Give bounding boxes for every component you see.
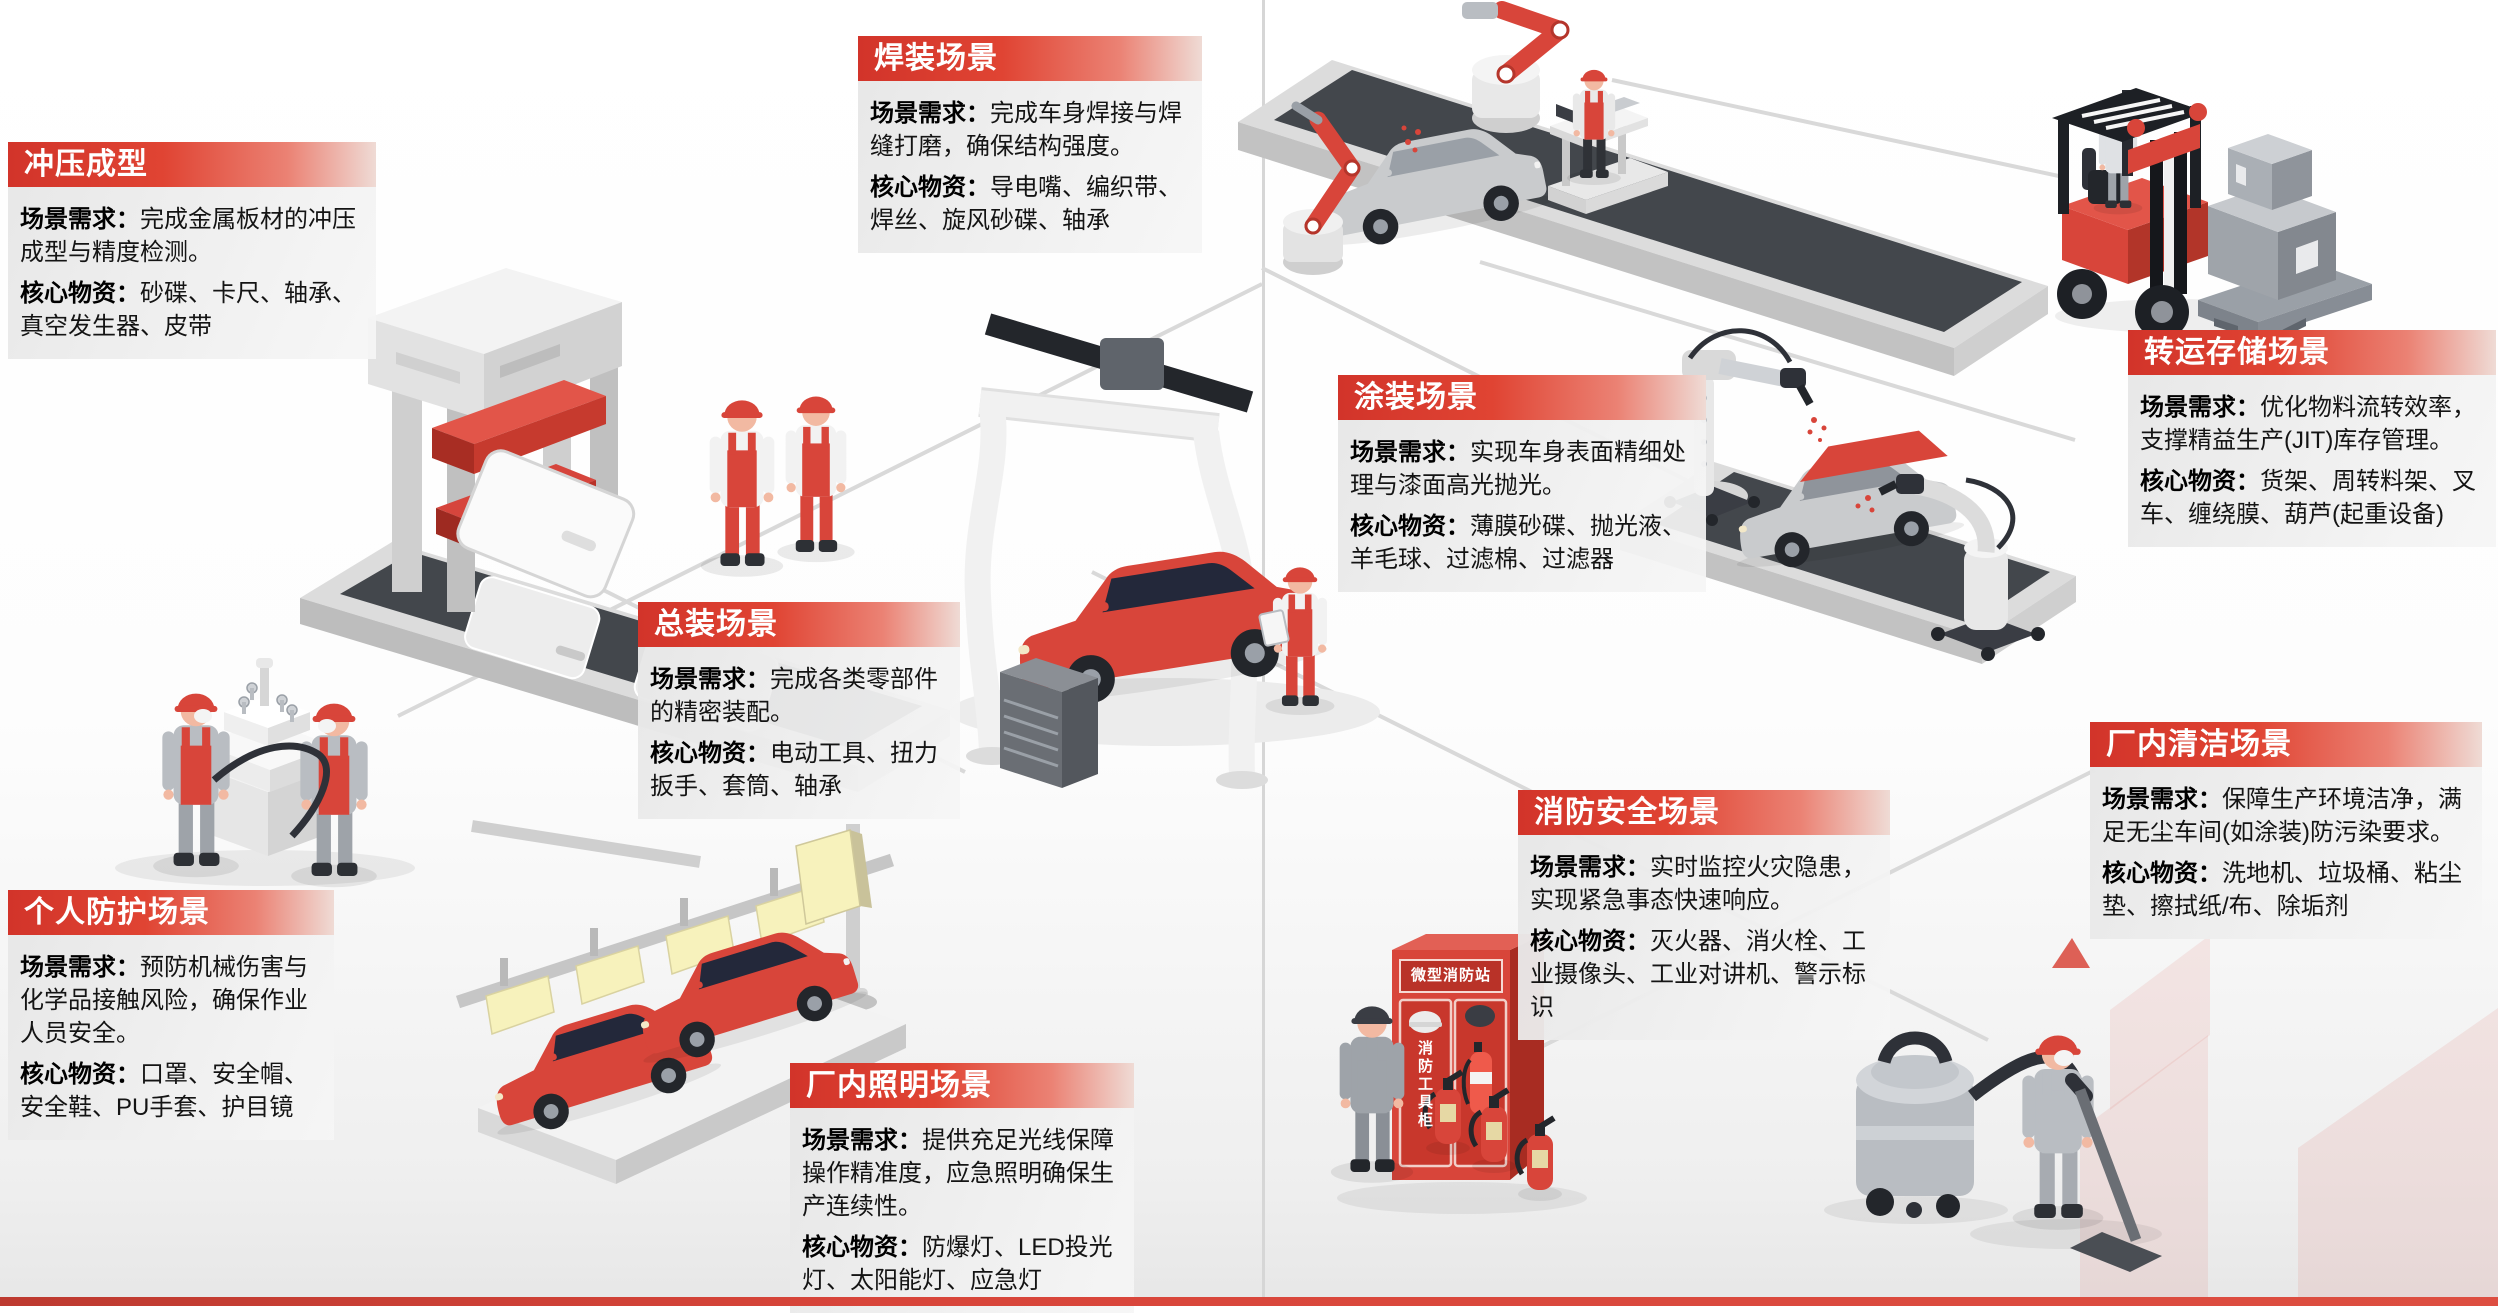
card-transfer-storage: 转运存储场景 场景需求：优化物料流转效率，支撑精益生产(JIT)库存管理。 核心… xyxy=(2128,330,2496,547)
card-painting: 涂装场景 场景需求：实现车身表面精细处理与漆面高光抛光。 核心物资：薄膜砂碟、抛… xyxy=(1338,375,1706,592)
card-factory-cleaning: 厂内清洁场景 场景需求：保障生产环境洁净，满足无尘车间(如涂装)防污染要求。 核… xyxy=(2090,722,2482,939)
card-welding: 焊装场景 场景需求：完成车身焊接与焊缝打磨，确保结构强度。 核心物资：导电嘴、编… xyxy=(858,36,1202,253)
scene-need: 场景需求：完成金属板材的冲压成型与精度检测。 xyxy=(20,206,356,266)
scene-need: 场景需求：预防机械伤害与化学品接触风险，确保作业人员安全。 xyxy=(20,954,308,1047)
scene-need: 场景需求：提供充足光线保障操作精准度，应急照明确保生产连续性。 xyxy=(802,1127,1114,1220)
scene-description: 场景需求：优化物料流转效率，支撑精益生产(JIT)库存管理。 核心物资：货架、周… xyxy=(2128,375,2496,547)
scene-supplies: 核心物资：口罩、安全帽、安全鞋、PU手套、护目镜 xyxy=(20,1061,308,1121)
assembly-lift-illustration xyxy=(950,313,1380,789)
card-fire-safety: 消防安全场景 场景需求：实时监控火灾隐患，实现紧急事态快速响应。 核心物资：灭火… xyxy=(1518,790,1890,1040)
scene-supplies: 核心物资：货架、周转料架、叉车、缠绕膜、葫芦(起重设备) xyxy=(2140,468,2476,528)
scene-supplies: 核心物资：防爆灯、LED投光灯、太阳能灯、应急灯 xyxy=(802,1234,1113,1294)
card-stamping: 冲压成型 场景需求：完成金属板材的冲压成型与精度检测。 核心物资：砂碟、卡尺、轴… xyxy=(8,142,376,359)
scene-supplies: 核心物资：砂碟、卡尺、轴承、真空发生器、皮带 xyxy=(20,280,356,340)
scene-description: 场景需求：保障生产环境洁净，满足无尘车间(如涂装)防污染要求。 核心物资：洗地机… xyxy=(2090,767,2482,939)
scene-description: 场景需求：实时监控火灾隐患，实现紧急事态快速响应。 核心物资：灭火器、消火栓、工… xyxy=(1518,835,1890,1040)
scene-description: 场景需求：实现车身表面精细处理与漆面高光抛光。 核心物资：薄膜砂碟、抛光液、羊毛… xyxy=(1338,420,1706,592)
fire-safety-illustration xyxy=(1330,934,1587,1214)
scene-title: 转运存储场景 xyxy=(2128,330,2496,375)
scene-supplies: 核心物资：灭火器、消火栓、工业摄像头、工业对讲机、警示标识 xyxy=(1530,928,1866,1021)
scene-need: 场景需求：保障生产环境洁净，满足无尘车间(如涂装)防污染要求。 xyxy=(2102,786,2462,846)
card-personal-protection: 个人防护场景 场景需求：预防机械伤害与化学品接触风险，确保作业人员安全。 核心物… xyxy=(8,890,334,1140)
lighting-rail-illustration xyxy=(455,820,906,1184)
scene-need: 场景需求：完成各类零部件的精密装配。 xyxy=(650,666,938,726)
scene-need: 场景需求：完成车身焊接与焊缝打磨，确保结构强度。 xyxy=(870,100,1182,160)
scene-title: 总装场景 xyxy=(638,602,960,647)
watermark-arrow-tip xyxy=(2052,938,2090,968)
scene-need: 场景需求：实现车身表面精细处理与漆面高光抛光。 xyxy=(1350,439,1686,499)
card-factory-lighting: 厂内照明场景 场景需求：提供充足光线保障操作精准度，应急照明确保生产连续性。 核… xyxy=(790,1063,1134,1313)
scene-description: 场景需求：完成车身焊接与焊缝打磨，确保结构强度。 核心物资：导电嘴、编织带、焊丝… xyxy=(858,81,1202,253)
scene-description: 场景需求：提供充足光线保障操作精准度，应急照明确保生产连续性。 核心物资：防爆灯… xyxy=(790,1108,1134,1313)
scene-title: 涂装场景 xyxy=(1338,375,1706,420)
cleaning-worker-illustration xyxy=(1824,1031,2162,1272)
scene-title: 焊装场景 xyxy=(858,36,1202,81)
scene-supplies: 核心物资：导电嘴、编织带、焊丝、旋风砂碟、轴承 xyxy=(870,174,1182,234)
scene-supplies: 核心物资：洗地机、垃圾桶、粘尘垫、擦拭纸/布、除垢剂 xyxy=(2102,860,2462,920)
scene-title: 厂内照明场景 xyxy=(790,1063,1134,1108)
scene-need: 场景需求：实时监控火灾隐患，实现紧急事态快速响应。 xyxy=(1530,854,1866,914)
scene-description: 场景需求：完成各类零部件的精密装配。 核心物资：电动工具、扭力扳手、套筒、轴承 xyxy=(638,647,960,819)
bottom-accent-bar xyxy=(0,1297,2498,1306)
fire-cabinet-door-label: 消防工具柜 xyxy=(1416,1040,1433,1130)
scene-title: 个人防护场景 xyxy=(8,890,334,935)
welding-robots-illustration xyxy=(1238,1,2048,376)
scene-supplies: 核心物资：电动工具、扭力扳手、套筒、轴承 xyxy=(650,740,938,800)
scene-title: 冲压成型 xyxy=(8,142,376,187)
scene-title: 厂内清洁场景 xyxy=(2090,722,2482,767)
scene-description: 场景需求：预防机械伤害与化学品接触风险，确保作业人员安全。 核心物资：口罩、安全… xyxy=(8,935,334,1140)
forklift-illustration xyxy=(2052,88,2372,339)
scene-supplies: 核心物资：薄膜砂碟、抛光液、羊毛球、过滤棉、过滤器 xyxy=(1350,513,1686,573)
scene-need: 场景需求：优化物料流转效率，支撑精益生产(JIT)库存管理。 xyxy=(2140,394,2476,454)
card-assembly: 总装场景 场景需求：完成各类零部件的精密装配。 核心物资：电动工具、扭力扳手、套… xyxy=(638,602,960,819)
fire-cabinet-sign: 微型消防站 xyxy=(1410,967,1491,984)
ppe-workers-illustration xyxy=(115,658,415,888)
scene-description: 场景需求：完成金属板材的冲压成型与精度检测。 核心物资：砂碟、卡尺、轴承、真空发… xyxy=(8,187,376,359)
scene-title: 消防安全场景 xyxy=(1518,790,1890,835)
